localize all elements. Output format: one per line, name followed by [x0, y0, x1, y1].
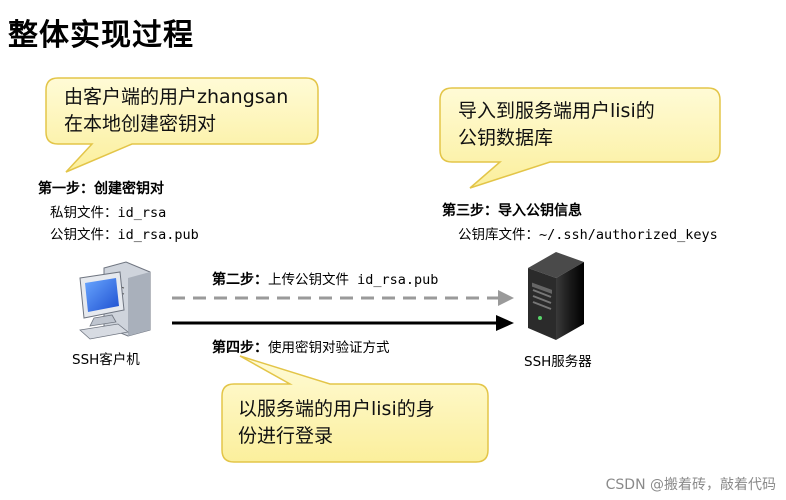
- callout-client-keygen: [45, 77, 319, 173]
- step1-title: 第一步：创建密钥对: [38, 181, 164, 197]
- step4-label: 第四步：使用密钥对验证方式: [212, 336, 390, 357]
- callout-client-keygen-text: 由客户端的用户zhangsan 在本地创建密钥对: [64, 84, 288, 138]
- callout-line: 公钥数据库: [458, 127, 554, 149]
- step1-block: 第一步：创建密钥对 私钥文件：id_rsa 公钥文件：id_rsa.pub: [38, 178, 199, 243]
- tower-server-icon: [528, 252, 584, 340]
- callout-line: 由客户端的用户zhangsan: [64, 86, 289, 108]
- step3-line: 公钥库文件：~/.ssh/authorized_keys: [458, 227, 718, 243]
- step4-title: 第四步：: [212, 340, 268, 356]
- solid-arrow-auth: [172, 315, 514, 331]
- step2-label: 第二步：上传公钥文件 id_rsa.pub: [212, 268, 438, 289]
- dashed-arrow-upload: [172, 290, 514, 306]
- step2-title: 第二步：: [212, 272, 268, 288]
- step1-line: 公钥文件：id_rsa.pub: [50, 227, 199, 243]
- callout-login-text: 以服务端的用户lisi的身 份进行登录: [238, 396, 435, 450]
- server-label: SSH服务器: [524, 354, 592, 370]
- step1-line: 私钥文件：id_rsa: [50, 205, 167, 221]
- step3-block: 第三步：导入公钥信息 公钥库文件：~/.ssh/authorized_keys: [442, 200, 718, 243]
- client-label: SSH客户机: [72, 352, 140, 368]
- desktop-computer-icon: [79, 261, 151, 340]
- page-title: 整体实现过程: [8, 18, 194, 53]
- callout-server-import-text: 导入到服务端用户lisi的 公钥数据库: [458, 98, 655, 152]
- step2-text: 上传公钥文件 id_rsa.pub: [268, 272, 439, 288]
- callout-login: [221, 355, 489, 463]
- callout-server-import: [439, 87, 721, 189]
- watermark: CSDN @搬着砖，敲着代码: [605, 477, 776, 493]
- callout-line: 份进行登录: [238, 425, 334, 447]
- step4-text: 使用密钥对验证方式: [268, 340, 390, 356]
- callout-line: 在本地创建密钥对: [64, 113, 217, 135]
- callout-line: 导入到服务端用户lisi的: [458, 100, 655, 122]
- step3-title: 第三步：导入公钥信息: [442, 203, 582, 219]
- callout-line: 以服务端的用户lisi的身: [238, 398, 435, 420]
